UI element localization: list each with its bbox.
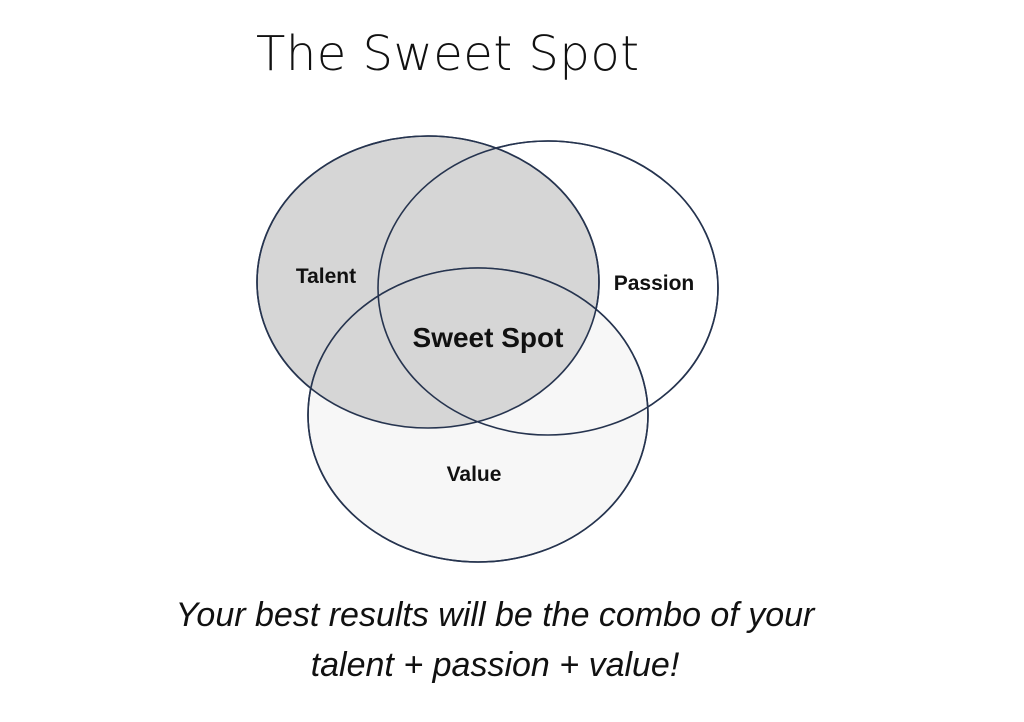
talent-value-overlap [308,268,599,428]
value-label: Value [447,463,502,486]
page-title: The Sweet Spot [256,26,640,82]
passion-circle-outline [377,140,719,436]
passion-label: Passion [614,272,695,295]
value-circle-outline [307,267,649,563]
talent-circle-outline [256,135,600,429]
talent-label: Talent [296,265,356,288]
sweet-spot-label: Sweet Spot [413,322,564,353]
caption-line-2: talent + passion + value! [310,646,680,684]
caption-line-1: Your best results will be the combo of y… [175,596,815,634]
venn-diagram: Talent Passion Value Sweet Spot [256,135,719,563]
